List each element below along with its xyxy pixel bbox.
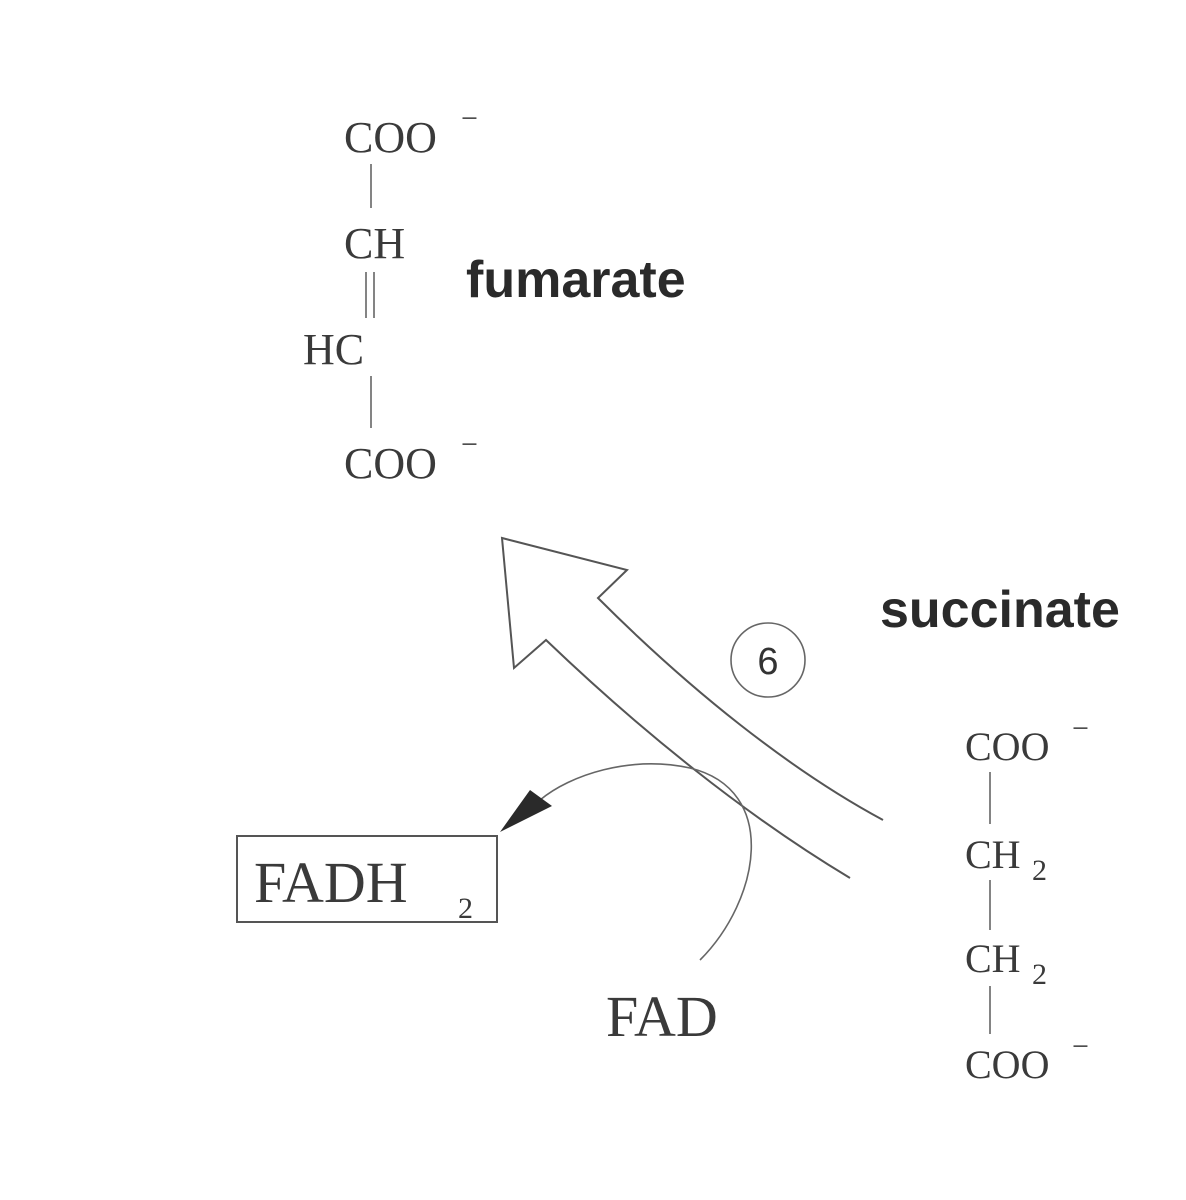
fumarate-bottom-charge: − (461, 428, 478, 461)
cofactor-arrowhead (500, 790, 552, 832)
step-marker: 6 (730, 622, 806, 698)
cofactor-arrow-curve (539, 763, 753, 961)
fumarate-label: fumarate (466, 251, 686, 309)
reaction-arrow (500, 536, 884, 879)
succinate-ch2-a: CH (965, 832, 1021, 877)
succinate-top-charge: − (1072, 712, 1089, 745)
fumarate-bottom-coo: COO (344, 439, 437, 488)
fumarate-top-coo: COO (344, 113, 437, 162)
fadh2-box: FADH 2 (236, 835, 498, 925)
fadh2-label: FADH (254, 850, 408, 915)
fadh2-border (236, 835, 498, 923)
succinate-ch2-a-subscript: 2 (1032, 854, 1047, 887)
fumarate-structure: COO − CH HC COO − (303, 102, 478, 488)
succinate-bottom-coo: COO (965, 1042, 1049, 1087)
fadh2-subscript: 2 (458, 892, 473, 925)
reaction-arrow-outline (500, 536, 884, 879)
succinate-structure: COO − CH 2 CH 2 COO − (965, 712, 1089, 1087)
fumarate-hc: HC (303, 325, 364, 374)
fad-label: FAD (606, 984, 718, 1049)
succinate-top-coo: COO (965, 724, 1049, 769)
succinate-ch2-b: CH (965, 936, 1021, 981)
cofactor-arrow (500, 763, 753, 961)
fumarate-top-charge: − (461, 102, 478, 135)
step-circle (730, 622, 806, 698)
succinate-bottom-charge: − (1072, 1030, 1089, 1063)
succinate-ch2-b-subscript: 2 (1032, 958, 1047, 991)
step-number: 6 (757, 641, 778, 683)
fumarate-ch: CH (344, 219, 405, 268)
succinate-label: succinate (880, 581, 1120, 639)
